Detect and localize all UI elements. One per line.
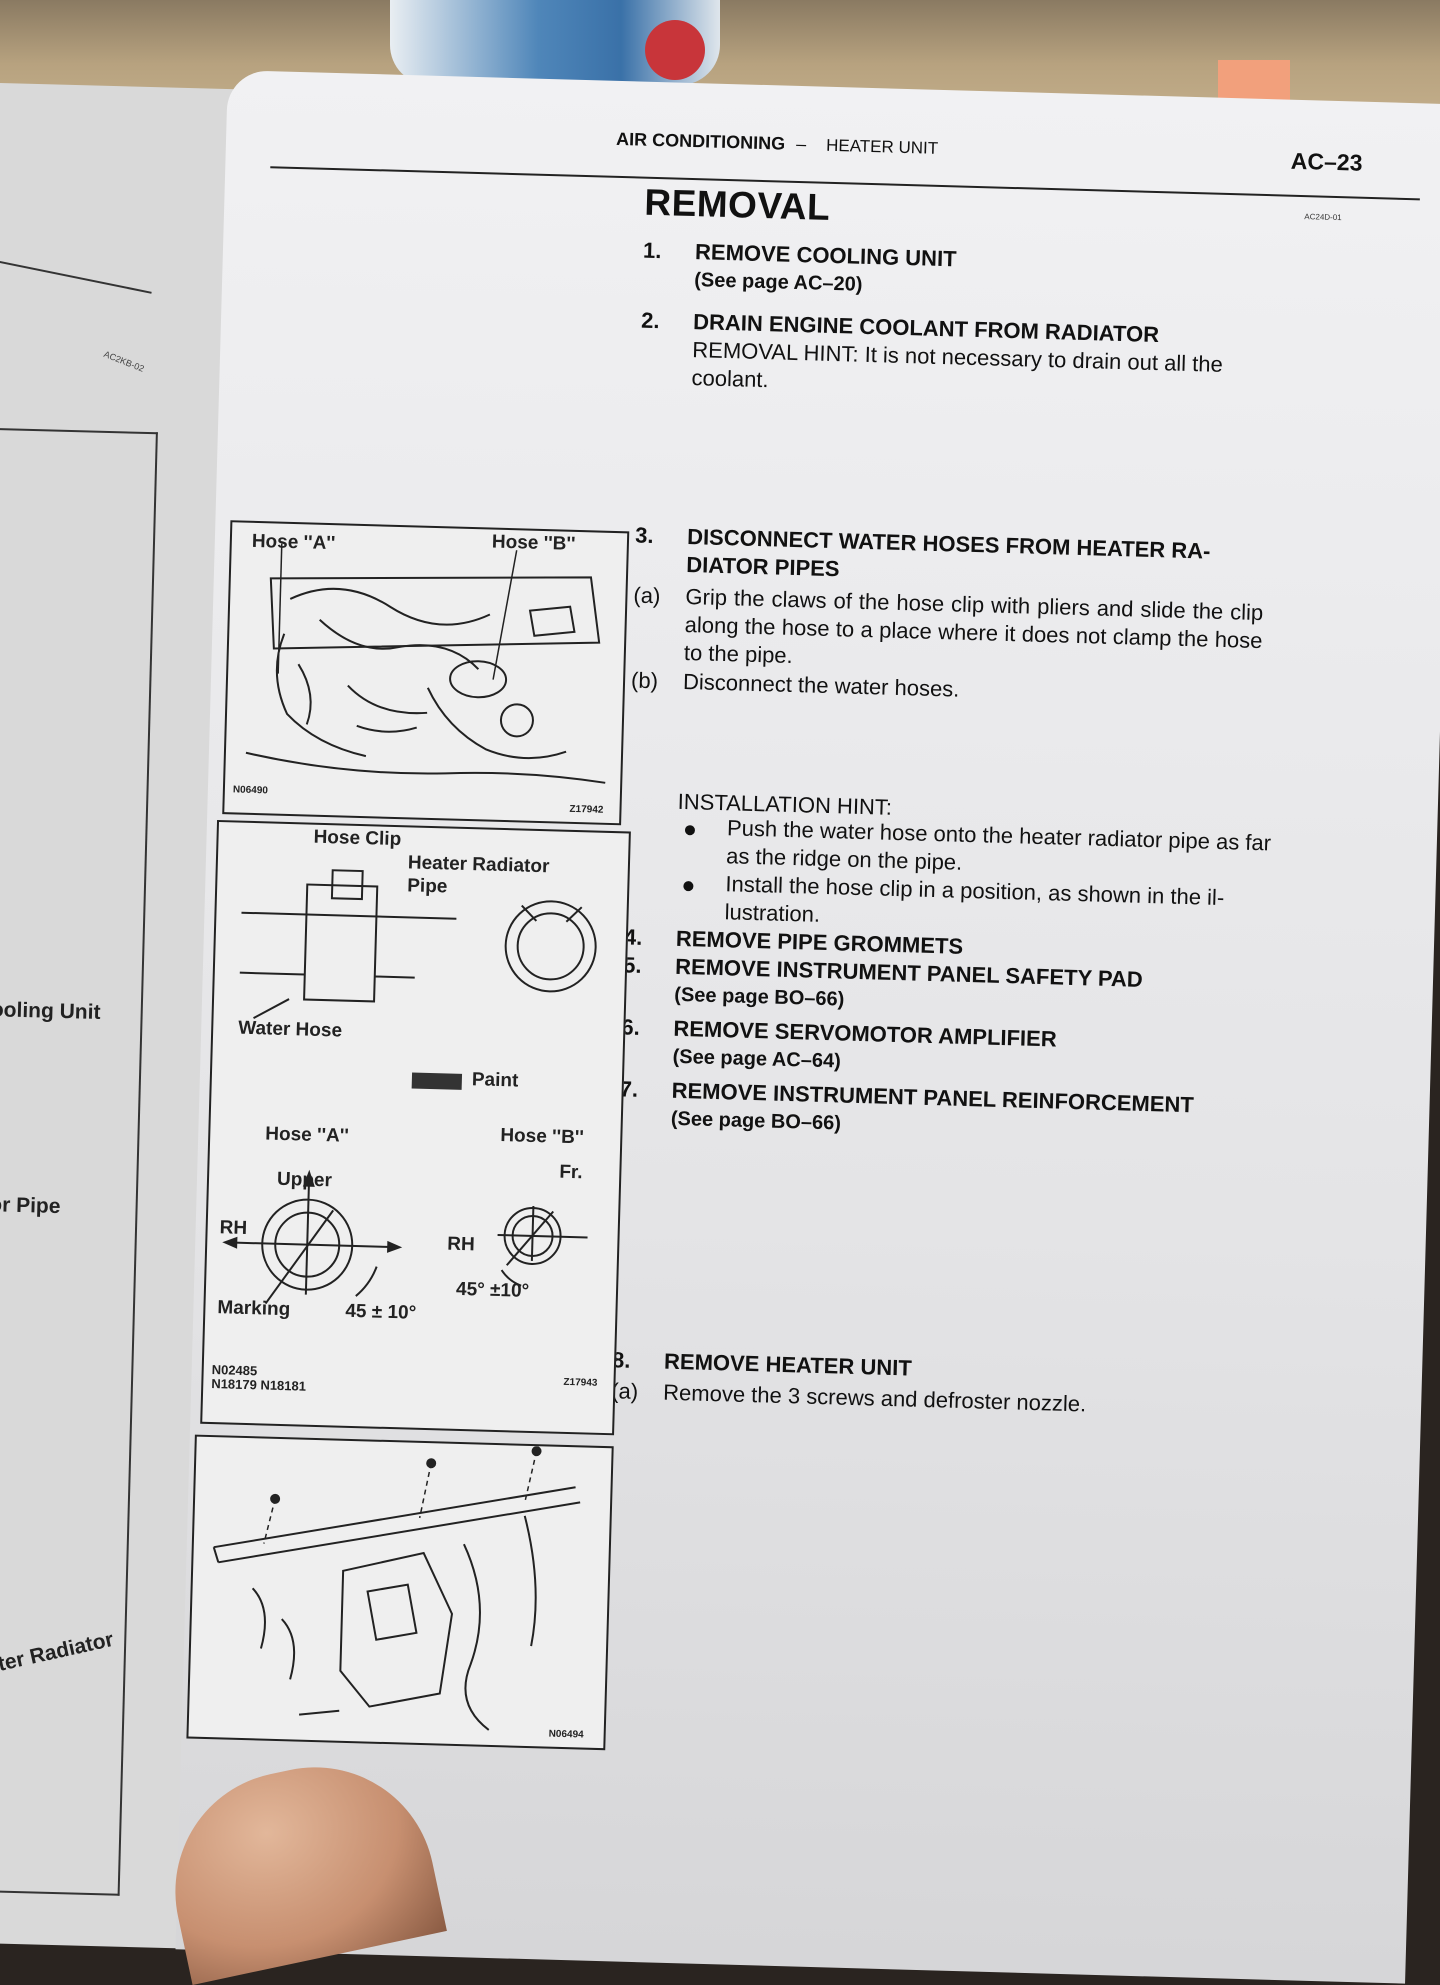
step-8: 8. REMOVE HEATER UNIT <box>612 1346 1253 1380</box>
step-8a-text: Remove the 3 screws and defroster nozzle… <box>662 1379 1087 1417</box>
step-8a: (a) Remove the 3 screws and defroster no… <box>611 1377 1252 1416</box>
bullet-icon <box>684 825 696 836</box>
left-label-cooling-unit: Cooling Unit <box>0 997 101 1024</box>
cup-logo-icon <box>645 20 705 80</box>
figure2-code-right: Z17943 <box>563 1376 598 1389</box>
page-title: REMOVAL <box>643 181 831 228</box>
step-2: 2. DRAIN ENGINE COOLANT FROM RADIATOR RE… <box>641 307 1272 393</box>
header-rule <box>270 166 1420 201</box>
page-number: AC–23 <box>1290 147 1363 176</box>
header-dash: – <box>795 133 807 155</box>
header-section: AIR CONDITIONING <box>615 128 786 154</box>
figure2-code-line2: N18179 N18181 <box>211 1376 307 1394</box>
left-page-code: AC2KB-02 <box>102 348 146 374</box>
engine-hose-drawing <box>245 543 606 784</box>
figure2-label-heater-radiator: Heater Radiator <box>407 852 550 878</box>
step-3a-text: Grip the claws of the hose clip with pli… <box>683 583 1264 668</box>
figure1-code-right: Z17942 <box>569 803 604 816</box>
figure2-label-marking: Marking <box>217 1297 291 1321</box>
heater-unit-drawing <box>212 1446 581 1731</box>
step-3b-label: (b) <box>630 667 659 694</box>
step-3: 3. DISCONNECT WATER HOSES FROM HEATER RA… <box>635 522 1276 582</box>
step-3-number: 3. <box>634 522 654 549</box>
step-1-number: 1. <box>642 237 662 264</box>
figure2-label-rh-left: RH <box>219 1217 248 1239</box>
figure2-label-hose-b: Hose ''B'' <box>500 1125 585 1149</box>
figure2-label-upper: Upper <box>276 1168 333 1192</box>
figure2-label-water-hose: Water Hose <box>237 1017 343 1042</box>
right-page: AIR CONDITIONING – HEATER UNIT AC–23 AC2… <box>175 70 1440 1984</box>
figure2-label-hose-a: Hose ''A'' <box>265 1123 350 1147</box>
left-page-rule <box>0 251 152 294</box>
step-3a-label: (a) <box>633 582 661 609</box>
figure-hose-locations: Hose ''A'' Hose ''B'' N06490 Z17942 <box>222 520 630 826</box>
header-subsection: HEATER UNIT <box>825 135 939 158</box>
figure2-label-rh-right: RH <box>447 1233 476 1256</box>
step-1: 1. REMOVE COOLING UNIT (See page AC–20) <box>643 237 1244 296</box>
figure-hose-clip: Hose Clip Heater Radiator Pipe Water Hos… <box>200 819 631 1436</box>
figure2-label-angle-b: 45° ±10° <box>455 1278 530 1302</box>
figure1-label-hose-b: Hose ''B'' <box>491 531 576 555</box>
step-2-number: 2. <box>640 307 660 334</box>
figure2-label-paint: Paint <box>471 1069 519 1092</box>
left-label-ator-pipe: ator Pipe <box>0 1192 61 1219</box>
figure2-label-fr: Fr. <box>559 1161 583 1184</box>
figure3-code: N06494 <box>548 1728 584 1741</box>
bullet-icon <box>683 881 694 892</box>
figure2-label-hose-clip: Hose Clip <box>313 826 402 851</box>
figure2-label-pipe: Pipe <box>406 875 448 898</box>
hose-clip-drawing <box>222 869 597 1305</box>
figure1-label-hose-a: Hose ''A'' <box>251 530 336 555</box>
left-page-frame <box>0 426 158 1896</box>
figure1-code-left: N06490 <box>232 784 269 797</box>
header-code: AC24D-01 <box>1304 212 1342 223</box>
step-8-title: REMOVE HEATER UNIT <box>663 1348 913 1381</box>
figure2-label-angle-a: 45 ± 10° <box>345 1300 417 1324</box>
figure-heater-unit: N06494 <box>186 1434 614 1751</box>
